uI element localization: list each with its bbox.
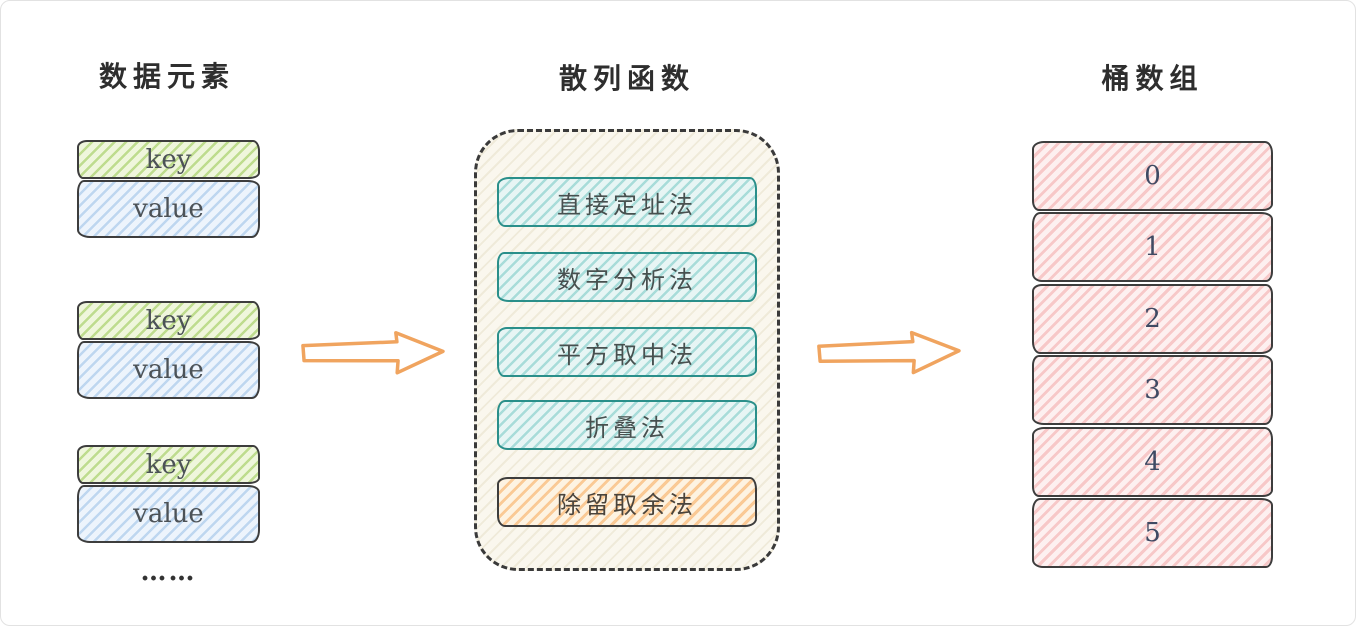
value-cell: value xyxy=(77,180,260,238)
value-cell: value xyxy=(77,341,260,399)
data-elements-title: 数据元素 xyxy=(98,60,235,93)
bucket-row: 4 xyxy=(1032,427,1273,497)
key-value-pair: key value xyxy=(77,445,260,543)
key-value-pair: key value xyxy=(77,301,260,399)
bucket-row: 1 xyxy=(1032,212,1273,282)
method-mid-square: 平方取中法 xyxy=(497,327,757,377)
arrow-right-icon xyxy=(301,331,445,375)
method-direct-addressing: 直接定址法 xyxy=(497,177,757,227)
key-cell: key xyxy=(77,301,260,340)
value-cell: value xyxy=(77,485,260,543)
bucket-row: 5 xyxy=(1032,498,1273,568)
key-cell: key xyxy=(77,140,260,179)
hash-function-panel: 直接定址法 数字分析法 平方取中法 折叠法 除留取余法 xyxy=(474,129,780,571)
bucket-row: 3 xyxy=(1032,355,1273,425)
method-division-remainder: 除留取余法 xyxy=(497,477,757,527)
key-cell: key xyxy=(77,445,260,484)
method-digit-analysis: 数字分析法 xyxy=(497,252,757,302)
key-value-pair: key value xyxy=(77,140,260,238)
hash-function-title: 散列函数 xyxy=(558,62,695,95)
bucket-row: 2 xyxy=(1032,284,1273,354)
bucket-row: 0 xyxy=(1032,141,1273,211)
method-folding: 折叠法 xyxy=(497,400,757,450)
arrow-right-icon xyxy=(817,330,961,375)
bucket-array-title: 桶数组 xyxy=(1101,62,1204,95)
more-items-ellipsis: …… xyxy=(140,557,197,587)
